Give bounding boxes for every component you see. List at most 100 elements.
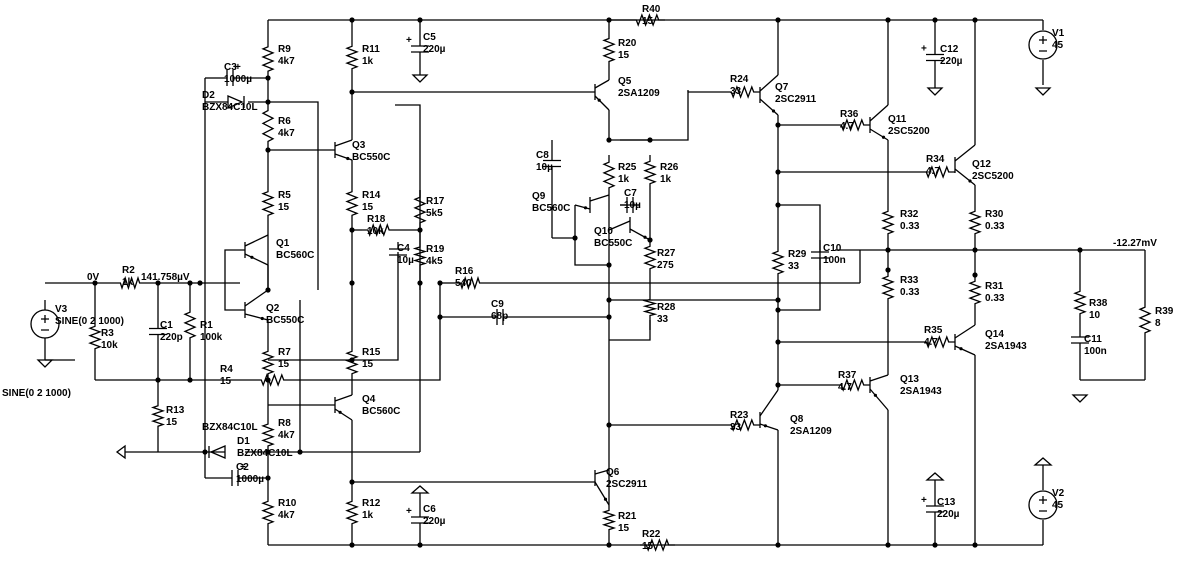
wire [268,270,399,361]
svg-text:+: + [240,462,246,473]
junction-dot [202,449,208,455]
junction-dot [647,137,653,143]
resistor-R25 [602,155,616,195]
resistor-R27 [643,240,657,275]
label-r25v: 1k [618,174,630,185]
resistor-R12 [345,495,359,530]
transistor-Q10 [608,217,651,241]
label-r36v: 4.7 [840,121,854,132]
resistor-R37 [835,378,870,392]
schematic-wires [44,19,1146,546]
capacitor-C13: + [921,495,944,520]
label-c5: C5 [423,32,436,43]
label-r5: R5 [278,190,291,201]
transistor-Q2 [244,289,269,321]
label-r13v: 15 [166,417,178,428]
rail-arrow [115,444,126,460]
label-r1: R1 [200,320,213,331]
voltage-source-V2 [1028,490,1058,520]
label-c2: C2 [236,462,249,473]
resistor-R30 [968,205,982,240]
label-r13: R13 [166,405,185,416]
label-v3v: SINE(0 2 1000) [55,316,124,327]
label-q2: Q2 [266,303,280,314]
label-r40: R40 [642,4,661,15]
label-r14: R14 [362,190,381,201]
junction-dot [197,280,203,286]
junction-dot [265,377,271,383]
capacitor-C5: + [406,35,429,60]
label-c6: C6 [423,504,436,515]
label-r34: R34 [926,154,945,165]
junction-dot [606,17,612,23]
label-q6: Q6 [606,467,620,478]
transistor-Q11 [869,104,889,141]
label-r12v: 1k [362,510,374,521]
junction-dot [349,542,355,548]
junction-dot [775,297,781,303]
label-r15v: 15 [362,359,374,370]
label-r16: R16 [455,266,474,277]
label-r15: R15 [362,347,381,358]
resistor-R13 [150,400,166,432]
diode-D1 [208,445,226,459]
label-v3v: SINE(0 2 1000) [2,388,71,399]
label-r37: R37 [838,370,857,381]
label-r37v: 4.7 [838,382,852,393]
transistor-Q14 [954,324,976,356]
junction-dot [775,202,781,208]
junction-dot [349,89,355,95]
capacitor-C7 [620,197,640,213]
label-q4: Q4 [362,394,376,405]
junction-dot [775,542,781,548]
label-r8v: 4k7 [278,430,295,441]
junction-dot [155,280,161,286]
label-q2v: BC550C [266,315,304,326]
junction-dot [265,287,271,293]
label-c7: C7 [624,188,637,199]
capacitor-C4 [389,242,407,262]
label-r2v: 1k [122,277,134,288]
label-d2v: BZX84C10L [202,102,258,113]
resistor-R8 [261,418,275,452]
label-r33: R33 [900,275,919,286]
junction-dot [932,17,938,23]
voltage-source-V1 [1028,30,1058,60]
junction-dot [417,280,423,286]
resistor-R2 [115,275,145,291]
junction-dot [972,17,978,23]
label-r4: R4 [220,364,233,375]
resistor-R36 [835,118,870,132]
junction-dot [775,169,781,175]
transistor-Q13 [869,374,889,411]
resistor-R29 [771,245,785,280]
wire [609,320,651,341]
resistor-R40 [630,13,665,27]
junction-dot [647,237,653,243]
resistor-R20 [602,32,616,68]
label-r40v: 15 [642,16,654,27]
junction-dot [265,147,271,153]
label-r21v: 15 [618,523,630,534]
label-r27: R27 [657,248,676,259]
label-c12: C12 [940,44,959,55]
label-r23v: 33 [730,422,742,433]
label-q4v: BC560C [362,406,400,417]
label-r29: R29 [788,249,807,260]
rail-arrow [1033,457,1053,466]
label-r38v: 10 [1089,310,1101,321]
capacitor-C10 [811,240,829,270]
junction-dot [606,314,612,320]
resistor-R19 [412,242,428,270]
label-d1v: BZX84C10L [237,448,293,459]
resistor-R39 [1138,300,1152,340]
label-q9: Q9 [532,191,546,202]
wire [574,205,609,266]
resistor-R1 [183,305,197,345]
resistor-R4 [255,373,290,387]
transistor-Q12 [954,144,976,186]
junction-dot [349,357,355,363]
junction-dot [972,272,978,278]
wire [268,101,319,290]
label-r9v: 4k7 [278,56,295,67]
